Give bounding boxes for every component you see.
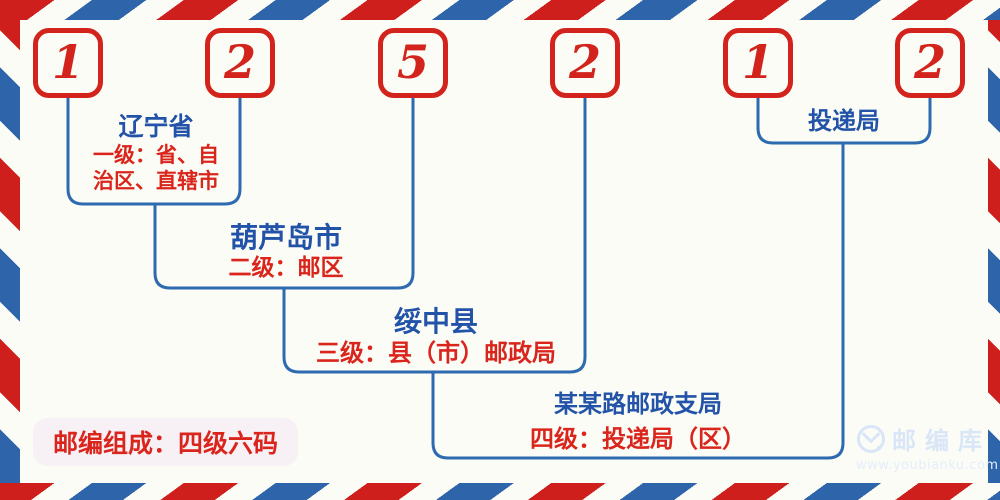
digit-5: 1 — [741, 35, 774, 89]
digit-box-3: 5 — [378, 28, 448, 98]
level-2-desc-line-1: 二级：邮区 — [228, 255, 344, 281]
digit-2: 2 — [223, 35, 256, 89]
airmail-border-top — [0, 0, 1000, 20]
airmail-border-left — [0, 20, 20, 483]
digit-box-4: 2 — [550, 28, 620, 98]
level-1-desc-line-1: 一级：省、自 — [93, 143, 219, 167]
bracket-level-5 — [756, 96, 932, 145]
digit-box-1: 1 — [33, 28, 103, 98]
level-3-label-group: 绥中县 三级：县（市）邮政局 — [316, 305, 556, 369]
level-3-place-name: 绥中县 — [393, 305, 478, 338]
level-2-place-name: 葫芦岛市 — [229, 221, 342, 254]
watermark-brand: 邮编库 — [892, 427, 991, 455]
level-5-label-group: 投递局 — [808, 107, 880, 135]
level-4-place-name: 某某路邮政支局 — [554, 390, 722, 418]
watermark-url: www.youbianku.com — [856, 458, 999, 473]
level-1-place-name: 辽宁省 — [118, 112, 194, 141]
badge-text: 邮编组成：四级六码 — [53, 429, 279, 458]
level-1-desc-line-2: 治区、直辖市 — [93, 169, 219, 193]
postal-code-composition-badge: 邮编组成：四级六码 — [33, 418, 299, 466]
envelope-circle-icon — [857, 424, 885, 453]
digit-1: 1 — [51, 35, 84, 89]
airmail-border-bottom — [0, 483, 1000, 500]
digit-box-5: 1 — [723, 28, 793, 98]
digit-3: 5 — [396, 35, 429, 89]
airmail-border-right — [988, 20, 1000, 483]
digit-box-6: 2 — [895, 28, 965, 98]
level-1-label-group: 辽宁省 一级：省、自 治区、直辖市 — [93, 112, 219, 194]
digit-4: 2 — [568, 35, 601, 89]
bracket-level-4 — [431, 141, 845, 460]
level-4-desc-line-1: 四级：投递局（区） — [530, 425, 746, 453]
digit-box-2: 2 — [205, 28, 275, 98]
digit-6: 2 — [913, 35, 946, 89]
level-5-place-name: 投递局 — [808, 107, 880, 135]
level-3-desc-line-1: 三级：县（市）邮政局 — [316, 339, 556, 367]
level-4-label-group: 某某路邮政支局 四级：投递局（区） — [530, 390, 746, 454]
level-2-label-group: 葫芦岛市 二级：邮区 — [229, 221, 344, 283]
watermark: 邮编库 www.youbianku.com — [856, 421, 999, 473]
